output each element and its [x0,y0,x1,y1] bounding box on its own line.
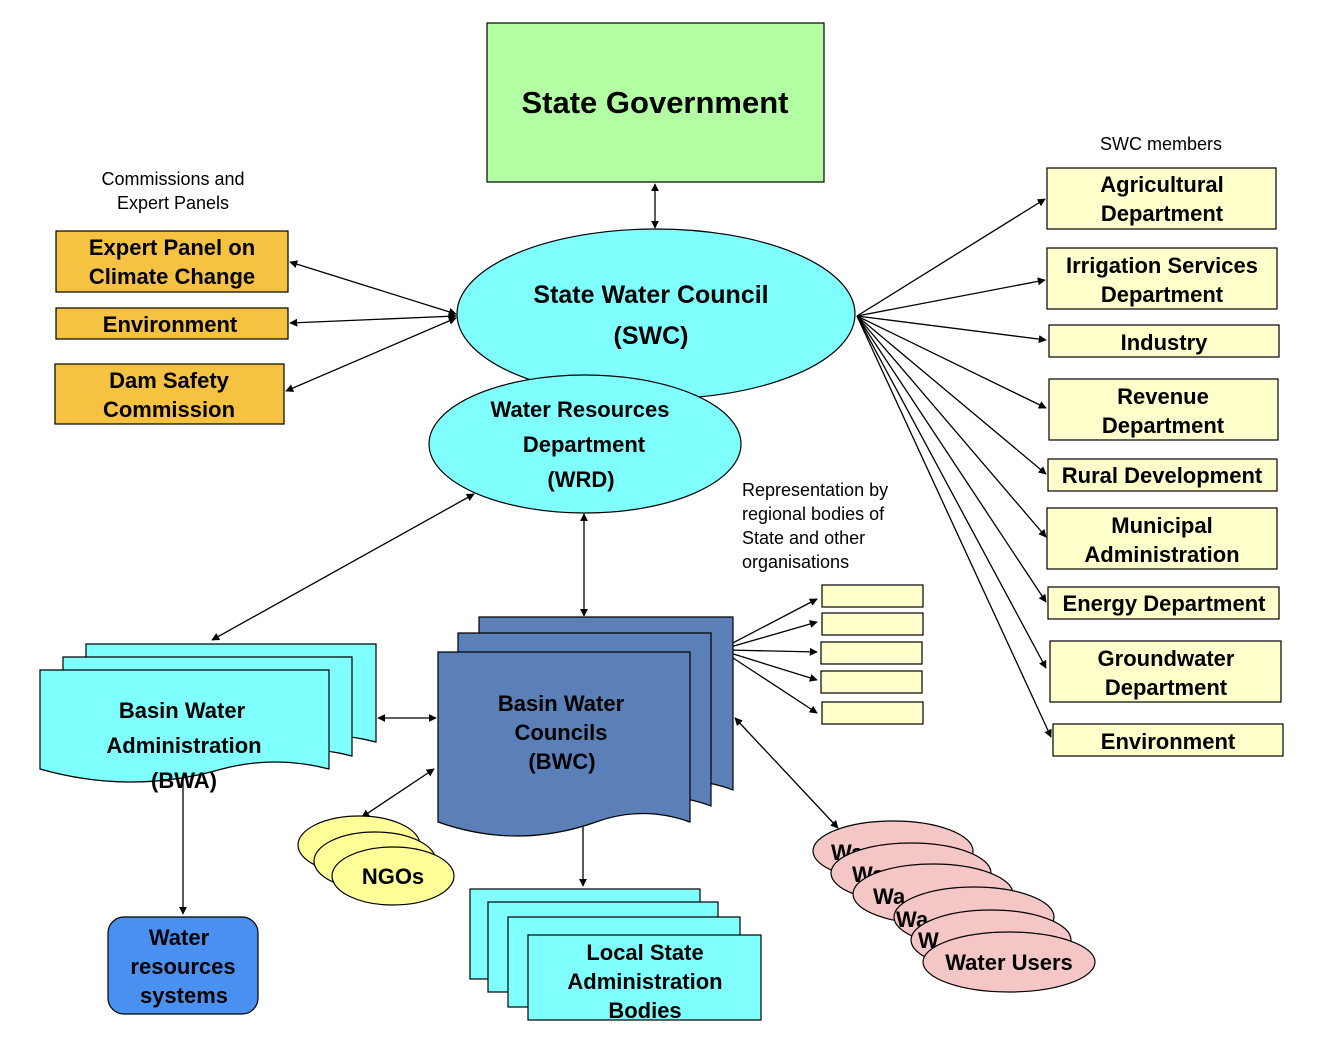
commissions-heading-line1: Commissions and [101,169,244,189]
bwa-line1: Basin Water [119,698,246,723]
member-irrigation-line2: Department [1101,282,1224,307]
bwc-line2: Councils [515,720,608,745]
member-municipal-line1: Municipal [1111,513,1212,538]
member-industry-label: Industry [1121,330,1209,355]
swc-members-group: SWC members Agricultural Department Irri… [1046,134,1284,757]
member-energy-label: Energy Department [1063,591,1267,616]
water-users-label: Water Users [945,950,1073,975]
ngos-node: NGOs [297,815,455,906]
member-irrigation-line1: Irrigation Services [1066,253,1258,278]
representation-box [820,670,923,694]
swc-abbreviation: (SWC) [614,322,689,350]
representation-box [821,612,924,636]
member-groundwater-line2: Department [1105,675,1228,700]
state-water-council-node: State Water Council (SWC) [456,228,856,400]
commission-dam-safety-line2: Commission [103,397,235,422]
commission-dam-safety-line1: Dam Safety [109,368,230,393]
local-state-line2: Administration [567,969,722,994]
member-environment: Environment [1052,723,1284,757]
wrd-line2: Department [523,432,646,457]
member-groundwater-line1: Groundwater [1098,646,1235,671]
state-government-node: State Government [486,22,825,183]
bwa-line2: Administration [106,733,261,758]
representation-line3: State and other [742,528,865,548]
commission-expert-panel-line2: Climate Change [89,264,255,289]
member-environment-label: Environment [1101,729,1236,754]
member-rural-development-label: Rural Development [1062,463,1263,488]
member-energy-department: Energy Department [1047,586,1280,620]
local-state-administration-node: Local State Administration Bodies [469,888,762,1023]
member-revenue-department: Revenue Department [1048,378,1279,441]
commissions-heading-line2: Expert Panels [117,193,229,213]
bwc-line1: Basin Water [498,691,625,716]
wrd-line1: Water Resources [491,397,670,422]
member-revenue-line1: Revenue [1117,384,1209,409]
member-groundwater-department: Groundwater Department [1049,640,1282,703]
member-municipal-administration: Municipal Administration [1046,507,1278,570]
representation-group: Representation by regional bodies of Sta… [742,480,924,725]
water-systems-line3: systems [140,983,228,1008]
water-systems-line2: resources [130,954,235,979]
representation-line2: regional bodies of [742,504,885,524]
commissions-group: Commissions and Expert Panels Expert Pan… [54,169,289,425]
member-agricultural-line2: Department [1101,201,1224,226]
local-state-line1: Local State [586,940,703,965]
member-rural-development: Rural Development [1047,458,1278,492]
member-irrigation-services: Irrigation Services Department [1046,247,1278,310]
member-industry: Industry [1048,324,1280,358]
basin-water-administration-node: Basin Water Administration (BWA) [39,643,377,793]
swc-title: State Water Council [533,281,768,309]
swc-members-heading: SWC members [1100,134,1222,154]
representation-box [821,584,924,608]
water-resources-systems-node: Water resources systems [107,916,259,1015]
representation-box [820,641,923,665]
connector-lines [179,183,1052,915]
representation-line1: Representation by [742,480,888,500]
representation-box [821,701,924,725]
bwa-line3: (BWA) [151,768,217,793]
water-users-node: Wa Wa Wa Wa W Water Users [812,820,1096,993]
water-systems-line1: Water [149,925,210,950]
commission-dam-safety: Dam Safety Commission [54,363,285,425]
commission-environment: Environment [55,307,289,340]
local-state-line3: Bodies [608,998,681,1023]
commission-environment-label: Environment [103,312,238,337]
wrd-line3: (WRD) [547,467,614,492]
bwc-line3: (BWC) [528,749,595,774]
member-revenue-line2: Department [1102,413,1225,438]
state-government-label: State Government [521,85,788,120]
member-agricultural-line1: Agricultural [1100,172,1223,197]
water-resources-department-node: Water Resources Department (WRD) [428,374,742,514]
member-agricultural-department: Agricultural Department [1046,167,1277,230]
ngos-label: NGOs [362,864,424,889]
representation-line4: organisations [742,552,849,572]
basin-water-councils-node: Basin Water Councils (BWC) [437,616,734,837]
member-municipal-line2: Administration [1084,542,1239,567]
commission-expert-panel-line1: Expert Panel on [89,235,255,260]
commission-expert-panel: Expert Panel on Climate Change [55,230,289,293]
